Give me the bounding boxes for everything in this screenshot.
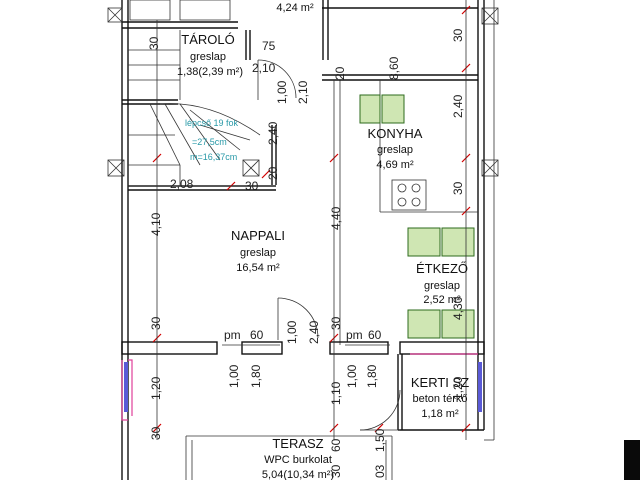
dimension-labels: 75 2,10 2,08 30 pm 60 pm 60: [170, 39, 382, 342]
room-living-name: NAPPALI: [231, 228, 285, 243]
dim-210a: 2,10: [252, 61, 276, 75]
dining-fixtures: [407, 227, 475, 339]
dim-20a: 20: [266, 166, 280, 180]
room-kitchen-floor: greslap: [377, 144, 413, 156]
room-dining-name: ÉTKEZŐ: [416, 261, 468, 276]
dim-30-bottom: 30: [329, 464, 343, 478]
dim-410: 4,10: [149, 212, 163, 236]
dim-240c: 2,40: [307, 320, 321, 344]
stair-rise: m=16,37cm: [190, 152, 237, 162]
dim-75: 75: [262, 39, 276, 53]
dim-180a: 1,80: [249, 364, 263, 388]
room-living: NAPPALI greslap 16,54 m²: [231, 228, 285, 274]
pm-right-value: 60: [368, 328, 382, 342]
dim-30-kitchen: 30: [451, 181, 465, 195]
dim-240b: 2,40: [451, 94, 465, 118]
top-fixtures: [107, 0, 231, 23]
scan-edge: [624, 440, 640, 480]
stair-label: lépcső 19 fok =27,5cm m=16,37cm: [185, 118, 239, 162]
room-terrace-name: TERASZ: [272, 436, 323, 451]
dim-430: 4,30: [451, 296, 465, 320]
dim-860: 8,60: [387, 56, 401, 80]
pm-left: pm: [224, 328, 241, 342]
dimension-lines: [128, 0, 467, 440]
room-dining-floor: greslap: [424, 280, 460, 292]
dim-208: 2,08: [170, 177, 194, 191]
staircase: [128, 30, 261, 186]
dim-100d: 1,00: [345, 364, 359, 388]
dim-30-top-right: 30: [451, 28, 465, 42]
room-storage-name: TÁROLÓ: [181, 32, 234, 47]
room-top-area: 4,24 m²: [276, 2, 314, 14]
room-garden: KERTI SZ beton térkő 1,18 m²: [411, 375, 469, 420]
vertical-dimension-labels: 30 1,00 2,10 2,40 20 20 8,60 30 2,40 30 …: [147, 28, 465, 478]
dim-150: 1,50: [373, 428, 387, 452]
dim-120b: 1,20: [451, 376, 465, 400]
room-living-area: 16,54 m²: [236, 262, 280, 274]
section-markers: [107, 7, 499, 177]
stair-steps: lépcső 19 fok: [185, 118, 239, 128]
slab-edge: [121, 353, 478, 421]
room-storage-area: 1,38(2,39 m²): [177, 66, 243, 78]
room-kitchen: KONYHA greslap 4,69 m²: [368, 126, 423, 171]
dim-30-storage: 30: [147, 36, 161, 50]
dim-30-bottom-left: 30: [149, 426, 163, 440]
room-garden-name: KERTI SZ: [411, 375, 469, 390]
dim-100c: 1,00: [227, 364, 241, 388]
room-living-floor: greslap: [240, 247, 276, 259]
dim-440: 4,40: [329, 206, 343, 230]
room-top: 4,24 m²: [276, 2, 314, 14]
pm-left-value: 60: [250, 328, 264, 342]
dim-100a: 1,00: [275, 80, 289, 104]
dim-30-stair: 30: [245, 179, 259, 193]
dim-240a: 2,40: [266, 121, 280, 145]
room-garden-area: 1,18 m²: [421, 408, 459, 420]
room-terrace-area: 5,04(10,34 m²): [262, 469, 334, 480]
dim-210b: 2,10: [296, 80, 310, 104]
dim-30-living: 30: [149, 316, 163, 330]
room-dining-area: 2,52 m²: [423, 294, 461, 306]
room-terrace-floor: WPC burkolat: [264, 454, 332, 466]
dim-30-center: 30: [329, 316, 343, 330]
kitchen-fixtures: [359, 94, 427, 211]
dim-120a: 1,20: [149, 376, 163, 400]
dim-60-bottom: 60: [329, 438, 343, 452]
room-terrace: TERASZ WPC burkolat 5,04(10,34 m²): [262, 436, 334, 480]
room-garden-floor: beton térkő: [412, 393, 467, 405]
dim-110: 1,10: [329, 381, 343, 405]
room-storage: TÁROLÓ greslap 1,38(2,39 m²): [177, 32, 243, 78]
stair-tread: =27,5cm: [192, 137, 227, 147]
dim-03: 03: [373, 464, 387, 478]
dim-100b: 1,00: [285, 320, 299, 344]
room-kitchen-name: KONYHA: [368, 126, 423, 141]
windows: [124, 362, 482, 412]
dim-10: 20: [333, 66, 347, 80]
dim-180b: 1,80: [365, 364, 379, 388]
doors: [257, 59, 401, 431]
pm-right: pm: [346, 328, 363, 342]
room-kitchen-area: 4,69 m²: [376, 159, 414, 171]
room-dining: ÉTKEZŐ greslap 2,52 m²: [416, 261, 468, 306]
room-storage-floor: greslap: [190, 51, 226, 63]
